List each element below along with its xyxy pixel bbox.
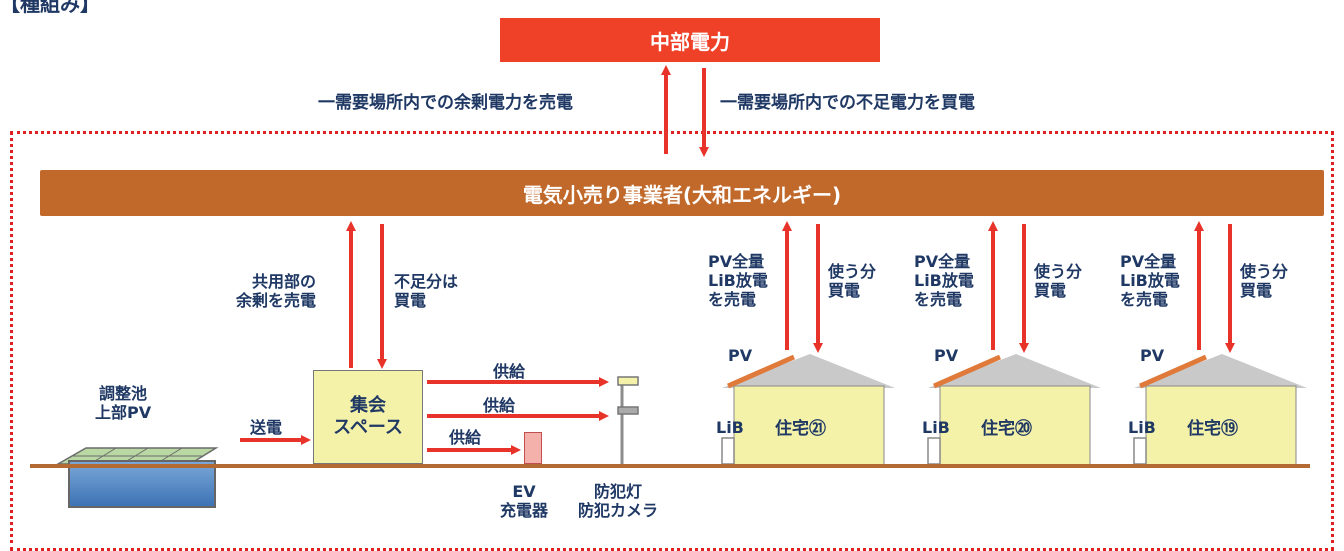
house20-name: 住宅⑳ xyxy=(981,419,1032,439)
house19-pv-label: PV xyxy=(1140,346,1165,365)
house21-sell-label: PV全量 LiB放電 を売電 xyxy=(708,252,768,309)
pond-pv-label: 調整池 上部PV xyxy=(95,384,152,422)
common-buy-label: 不足分は 買電 xyxy=(394,272,459,310)
ev-charger xyxy=(524,432,542,464)
house20-pv-label: PV xyxy=(934,346,959,365)
house19-sell-label: PV全量 LiB放電 を売電 xyxy=(1120,252,1180,309)
streetlight-lamp xyxy=(617,376,639,386)
house21-lib-label: LiB xyxy=(716,418,744,437)
streetlight-label: 防犯灯 防犯カメラ xyxy=(578,482,659,520)
regulating-pond xyxy=(68,460,216,508)
house20-buy-label: 使う分 買電 xyxy=(1034,262,1083,300)
camera-box xyxy=(617,406,639,415)
section-label: 【種組み】 xyxy=(0,0,100,16)
send-label: 送電 xyxy=(250,418,283,437)
house19-name: 住宅⑲ xyxy=(1187,419,1238,439)
sell-surplus-label: 一需要場所内での余剰電力を売電 xyxy=(318,93,573,113)
house21-buy-label: 使う分 買電 xyxy=(828,262,877,300)
utility-box: 中部電力 xyxy=(500,18,880,62)
house-21-shape xyxy=(721,354,895,467)
house20-lib-label: LiB xyxy=(922,418,950,437)
house21-pv-label: PV xyxy=(728,346,753,365)
house20-sell-label: PV全量 LiB放電 を売電 xyxy=(914,252,974,309)
ev-label: EV 充電器 xyxy=(500,482,549,520)
supply-label-2: 供給 xyxy=(483,396,516,415)
buy-shortage-label: 一需要場所内での不足電力を買電 xyxy=(720,93,975,113)
retailer-bar: 電気小売り事業者(大和エネルギー) xyxy=(40,170,1324,216)
house19-buy-label: 使う分 買電 xyxy=(1240,262,1289,300)
ground-line xyxy=(30,464,1310,468)
house21-name: 住宅㉑ xyxy=(775,419,826,439)
house-19-shape xyxy=(1133,354,1307,467)
supply-label-3: 供給 xyxy=(449,428,482,447)
house-20-shape xyxy=(927,354,1101,467)
community-space-building: 集会 スペース xyxy=(313,370,423,464)
house19-lib-label: LiB xyxy=(1128,418,1156,437)
common-sell-label: 共用部の 余剰を売電 xyxy=(236,272,317,310)
supply-label-1: 供給 xyxy=(493,362,526,381)
